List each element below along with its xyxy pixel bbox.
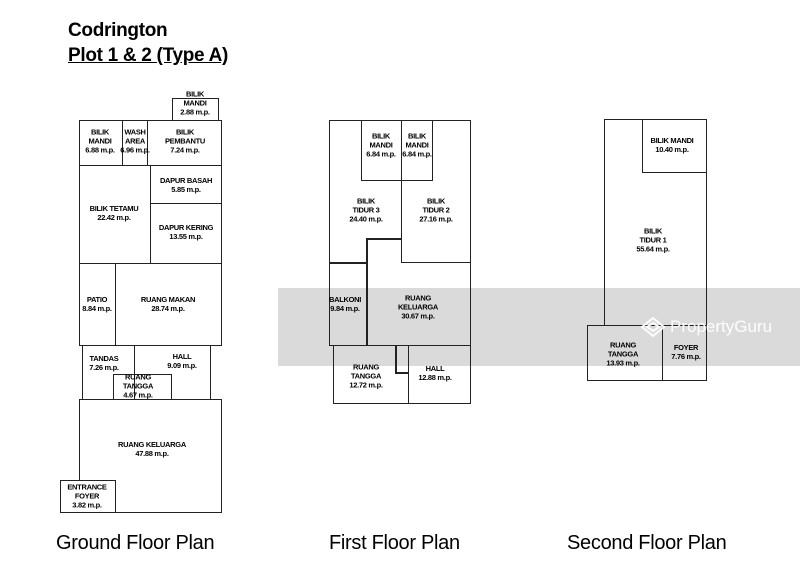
wall	[366, 238, 402, 240]
second-floor-label: Second Floor Plan	[567, 532, 727, 554]
wall	[395, 372, 409, 374]
room-wall	[79, 399, 222, 513]
first-floor-label: First Floor Plan	[329, 532, 460, 554]
wall	[329, 262, 367, 264]
wall	[366, 238, 368, 346]
watermark-band	[278, 288, 800, 366]
room-wall	[642, 119, 707, 173]
plot-type: Plot 1 & 2 (Type A)	[68, 45, 229, 66]
wall	[395, 345, 397, 373]
room-wall	[60, 480, 116, 513]
propertyguru-logo-icon	[640, 316, 666, 338]
room-wall	[408, 345, 471, 404]
watermark-text: PropertyGuru	[670, 317, 773, 336]
room-wall	[662, 325, 707, 381]
propertyguru-watermark: PropertyGuru	[640, 316, 772, 338]
room-wall	[401, 120, 471, 263]
project-name: Codrington	[68, 20, 168, 41]
ground-floor-label: Ground Floor Plan	[56, 532, 215, 554]
